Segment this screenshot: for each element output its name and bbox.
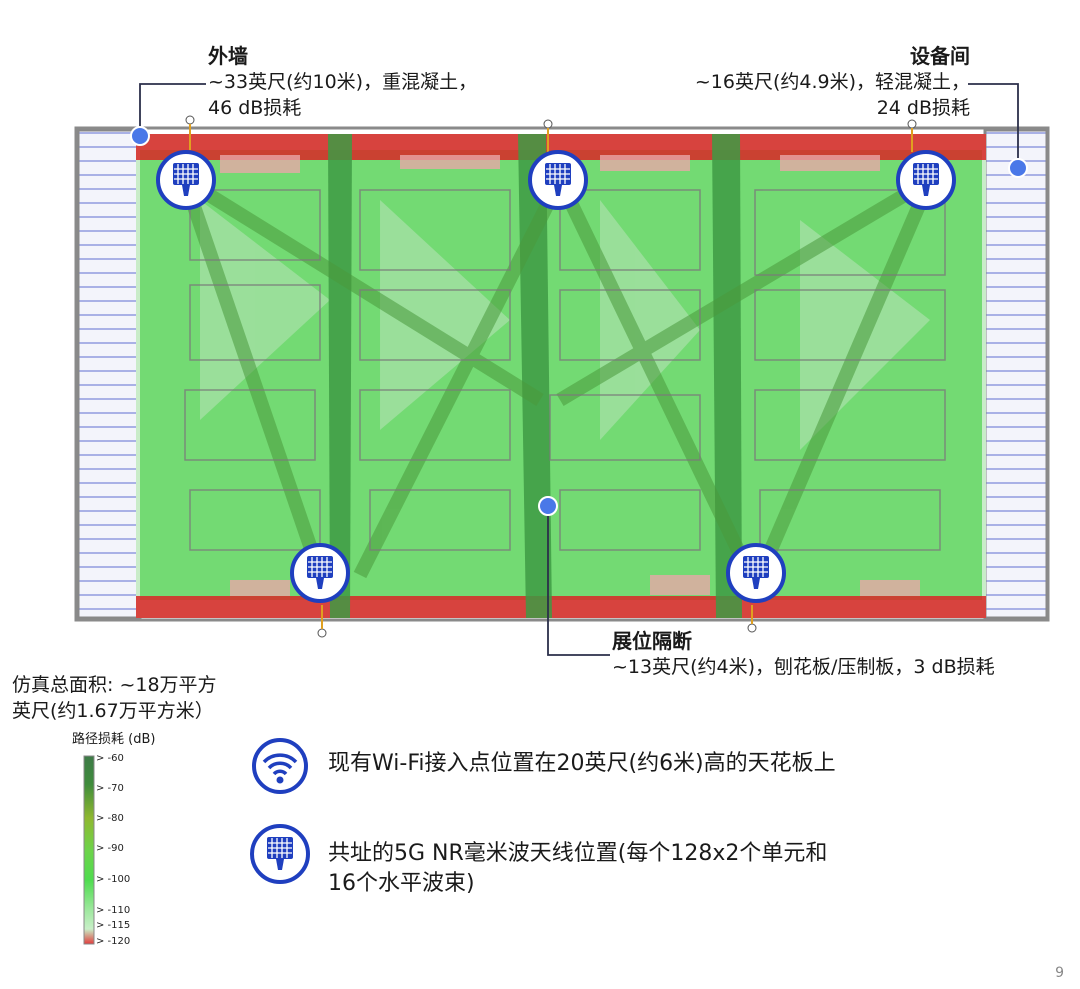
simulated-area-line-1: 仿真总面积: ~18万平方 — [12, 674, 217, 696]
colorbar-title: 路径损耗 (dB) — [72, 732, 156, 747]
booth-partition-detail: ~13英尺(约4米)，刨花板/压制板，3 dB损耗 — [612, 656, 995, 678]
outer-wall-detail-1: ~33英尺(约10米)，重混凝土， — [208, 71, 478, 93]
outer-wall-title: 外墙 — [208, 44, 248, 68]
wifi-legend-icon — [252, 738, 308, 794]
simulated-area-line-2: 英尺(约1.67万平方米） — [12, 700, 214, 722]
antenna-legend-line-1: 共址的5G NR毫米波天线位置(每个128x2个单元和 — [328, 841, 828, 866]
equipment-room-detail-2: 24 dB损耗 — [876, 97, 970, 119]
equipment-room-marker — [1008, 158, 1028, 178]
colorbar-tick: > -100 — [96, 874, 131, 885]
wifi-legend-label: 现有Wi-Fi接入点位置在20英尺(约6米)高的天花板上 — [328, 751, 836, 776]
page-number: 9 — [1055, 965, 1064, 981]
outer-wall-detail-2: 46 dB损耗 — [208, 97, 302, 119]
equipment-room-title: 设备间 — [910, 44, 970, 68]
colorbar-tick: > -110 — [96, 905, 131, 916]
colorbar-tick: > -70 — [96, 783, 124, 794]
colorbar-tick: > -120 — [96, 936, 131, 947]
colorbar-tick: > -80 — [96, 813, 124, 824]
colorbar-tick: > -115 — [96, 920, 131, 931]
equipment-room-callout: 设备间 ~16英尺(约4.9米)，轻混凝土， 24 dB损耗 — [650, 43, 970, 121]
booth-partition-title: 展位隔断 — [612, 629, 692, 653]
antenna-legend-line-2: 16个水平波束) — [328, 871, 475, 896]
colorbar-tick: > -60 — [96, 753, 124, 764]
equipment-room-detail-1: ~16英尺(约4.9米)，轻混凝土， — [694, 71, 970, 93]
simulated-area: 仿真总面积: ~18万平方 英尺(约1.67万平方米） — [12, 672, 217, 724]
antenna-legend-label: 共址的5G NR毫米波天线位置(每个128x2个单元和 16个水平波束) — [328, 839, 827, 899]
outer-wall-marker — [130, 126, 150, 146]
outer-wall-callout: 外墙 ~33英尺(约10米)，重混凝土， 46 dB损耗 — [208, 43, 477, 121]
colorbar-tick: > -90 — [96, 843, 124, 854]
booth-partition-callout: 展位隔断 ~13英尺(约4米)，刨花板/压制板，3 dB损耗 — [612, 628, 995, 680]
booth-partition-marker — [538, 496, 558, 516]
